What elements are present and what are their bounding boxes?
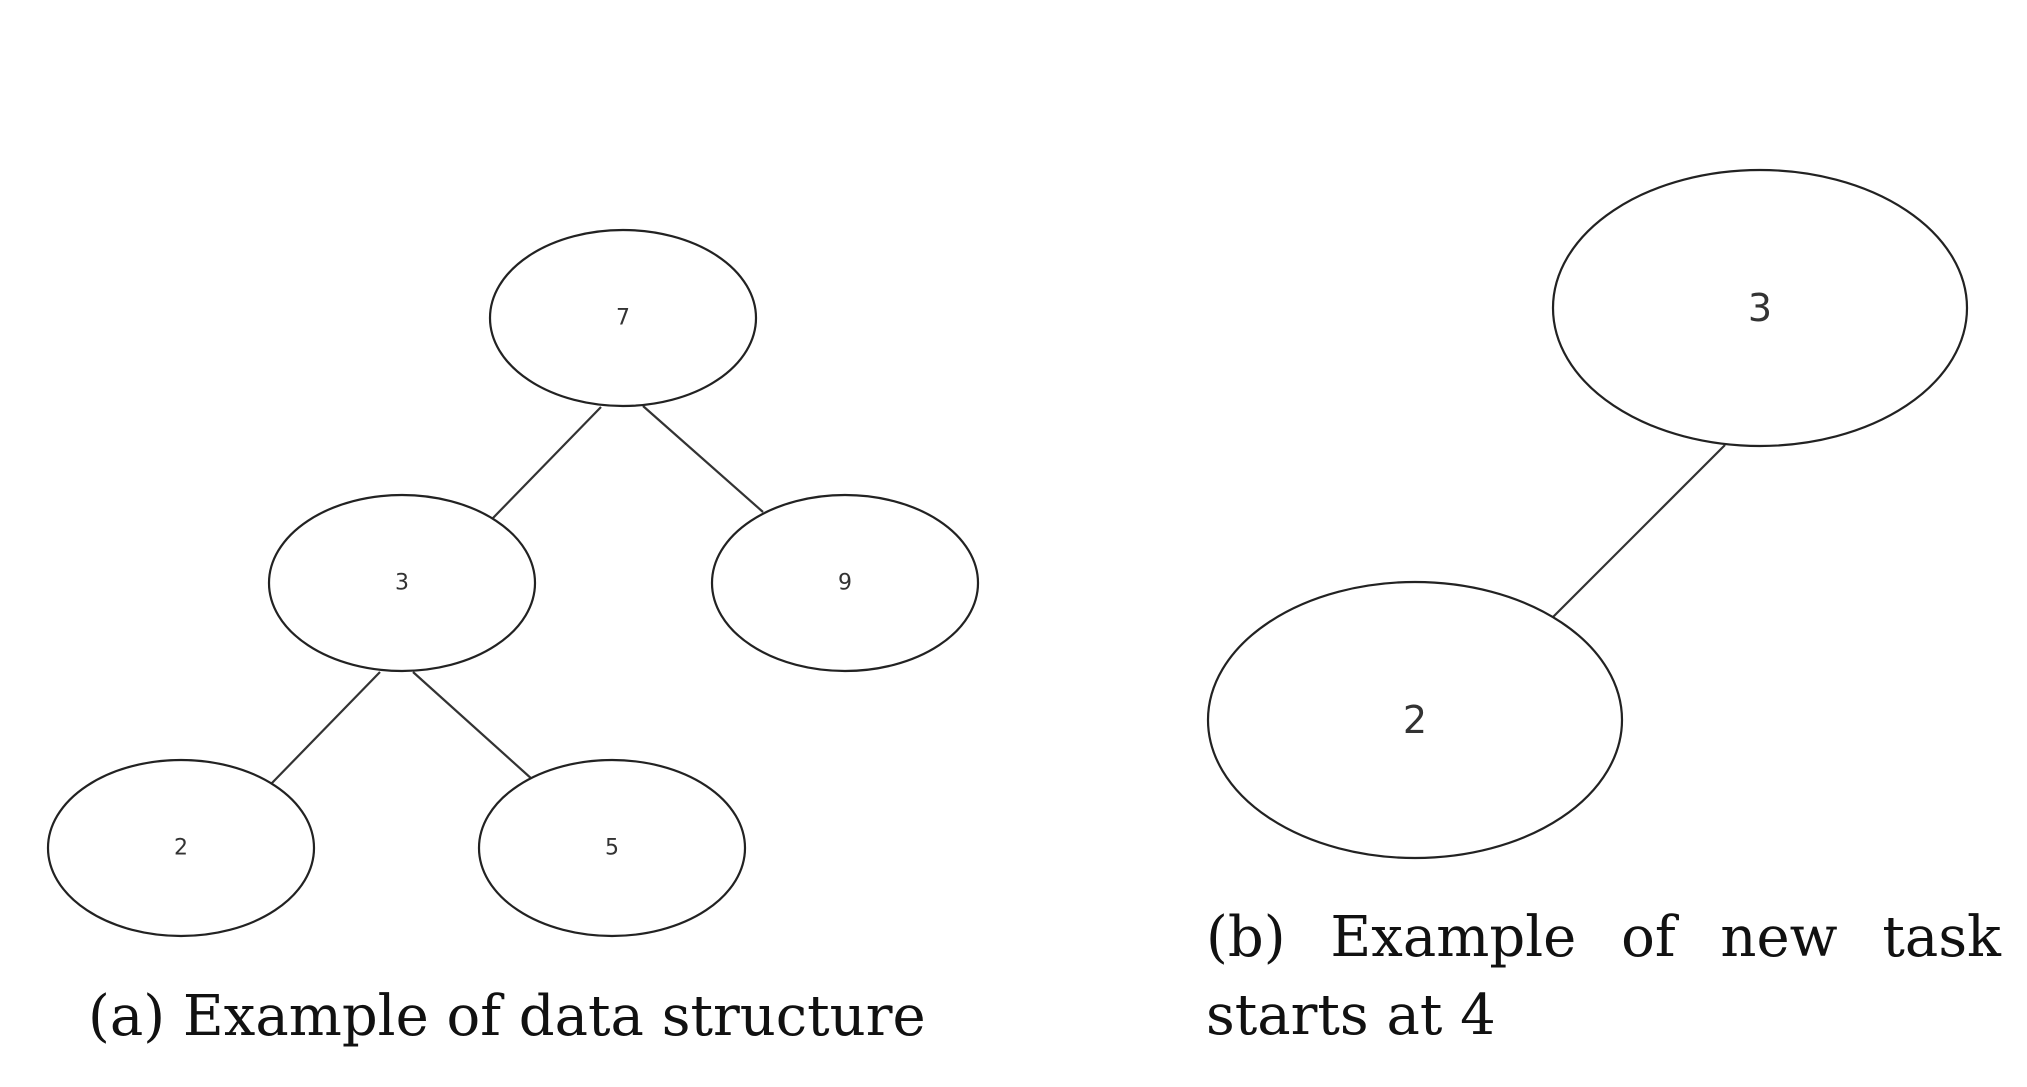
tree-node-2: 2 xyxy=(1206,580,1624,860)
tree-node-3: 3 xyxy=(267,493,537,673)
node-label: 7 xyxy=(616,306,630,331)
node-label: 3 xyxy=(395,571,409,596)
edge-7-3 xyxy=(492,406,602,519)
tree-node-5: 5 xyxy=(477,758,747,938)
node-label: 5 xyxy=(605,836,619,861)
tree-node-2: 2 xyxy=(46,758,316,938)
edge-3-5 xyxy=(412,671,534,781)
figure-a-tree: 7 3 9 2 5 xyxy=(46,228,980,938)
tree-node-7: 7 xyxy=(488,228,758,408)
node-label: 2 xyxy=(1403,698,1427,742)
node-label: 9 xyxy=(838,571,852,596)
figure-b-caption: (b) Example of new task starts at 4 xyxy=(1206,905,2001,1048)
figure-b-tree: 3 2 xyxy=(1206,168,1969,860)
edge-3-2 xyxy=(1552,444,1726,618)
tree-node-3: 3 xyxy=(1551,168,1969,448)
figure-a-caption: (a) Example of data structure xyxy=(88,984,926,1049)
tree-node-9: 9 xyxy=(710,493,980,673)
edge-3-2 xyxy=(270,671,381,785)
edge-7-9 xyxy=(642,405,764,513)
node-label: 3 xyxy=(1748,286,1772,330)
node-label: 2 xyxy=(174,836,188,861)
